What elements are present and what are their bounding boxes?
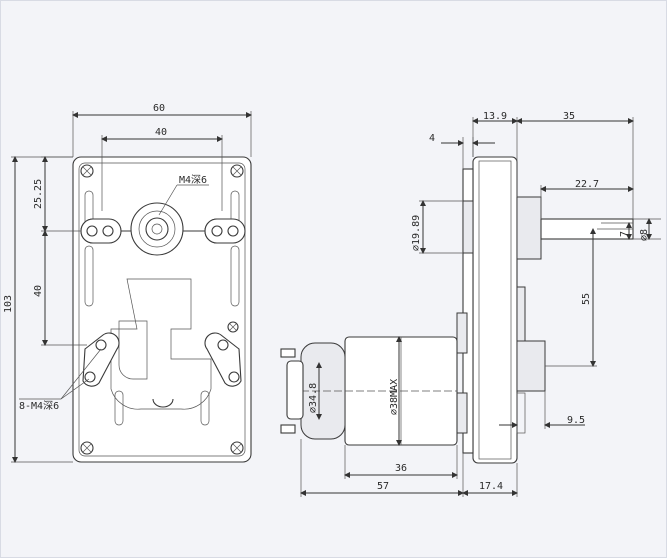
dim-height-mid: 40 [33,285,44,297]
dim-shaft-dia: ⌀8 [639,229,650,241]
dim-motor-len: 36 [395,463,407,474]
dim-motor-boss: ⌀34.8 [308,383,319,413]
lower-boss [516,340,546,392]
label-center-thread: M4深6 [179,174,207,186]
corner-screws [80,164,244,455]
dim-gear-thick: 17.4 [479,481,503,492]
output-boss [516,196,542,260]
front-view [72,156,252,463]
dim-shaft-flat: 7 [619,231,630,237]
dim-width-total: 60 [153,103,165,114]
dim-shaft-len: 22.7 [575,179,599,190]
label-mount-threads: 8-M4深6 [19,400,59,412]
front-housing [72,156,252,463]
dim-motor-total: 57 [377,481,389,492]
output-shaft-boss [130,202,184,256]
front-dimensions: 60 40 103 25.25 40 M4深6 8-M4深6 [3,103,252,463]
dim-height-total: 103 [3,295,14,313]
side-dimensions: 13.9 35 4 22.7 ⌀19.89 7 ⌀8 55 9.5 36 57 … [300,111,661,497]
dim-top-2: 35 [563,111,575,122]
dim-flange: 4 [429,133,435,144]
dim-height-upper: 25.25 [33,179,44,209]
dim-boss-dia: ⌀19.89 [411,215,422,251]
dim-width-inner: 40 [155,127,167,138]
dim-motor-dia: ⌀38MAX [389,379,400,415]
gearbox-body [472,156,518,464]
dim-bottom-offset: 9.5 [567,415,585,426]
dim-vertical: 55 [581,293,592,305]
dim-top-1: 13.9 [483,111,507,122]
